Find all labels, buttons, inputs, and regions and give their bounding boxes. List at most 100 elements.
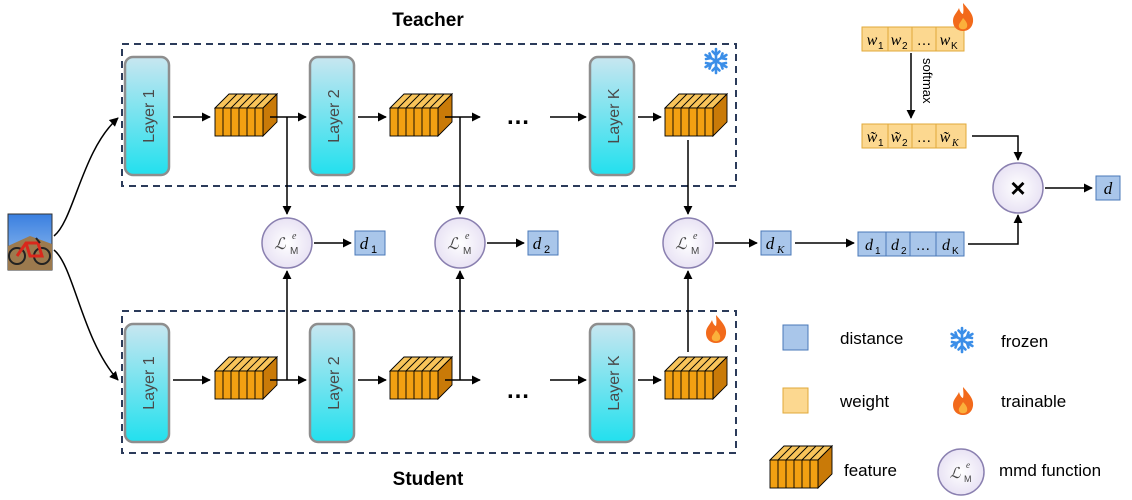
multiply-node: ×: [992, 162, 1044, 214]
layer-label: Layer K: [606, 355, 623, 410]
distance-symbol: d: [360, 234, 369, 253]
vector-entry: …: [917, 129, 932, 146]
weight-vector: w 1 w 2 … w K: [861, 26, 965, 52]
mmd-subscript: M: [964, 474, 972, 484]
legend-distance-swatch: [782, 324, 809, 351]
mmd-subscript: M: [290, 246, 298, 257]
mmd-symbol: ℒ: [950, 466, 962, 482]
snowflake-icon: [704, 47, 728, 75]
vector-entry-sub: K: [952, 246, 959, 257]
student-title: Student: [393, 469, 464, 490]
teacher-feature-2: [389, 93, 453, 137]
legend-snowflake-icon: [950, 326, 974, 354]
student-layer-2: Layer 2: [308, 322, 356, 444]
student-feature-2: [389, 356, 453, 400]
mmd-subscript: M: [691, 246, 699, 257]
vector-entry: d: [891, 237, 900, 254]
distance-subscript: 1: [371, 244, 377, 256]
legend-feature-label: feature: [844, 461, 897, 480]
distance-dk: d K: [760, 230, 792, 256]
distance-d2: d 2: [527, 230, 559, 256]
normalized-weight-vector: w̃ 1 w̃ 2 … w̃ K: [861, 123, 967, 149]
input-to-teacher-arrow: [53, 117, 119, 237]
distance-vector: d 1 d 2 … d K: [857, 231, 965, 257]
vector-entry: …: [917, 32, 932, 49]
mmd-symbol: ℒ: [675, 236, 687, 253]
input-to-student-arrow: [53, 249, 119, 381]
teacher-ellipsis: …: [506, 103, 530, 130]
teacher-feature-1: [214, 93, 278, 137]
vector-entry: d: [942, 237, 951, 254]
legend-weight-swatch: [782, 387, 809, 414]
vector-entry-sub: 1: [875, 246, 881, 257]
input-image: [7, 213, 53, 271]
weight-flame-icon: [953, 3, 974, 31]
distance-subscript: K: [776, 244, 785, 256]
layer-label: Layer 2: [326, 89, 343, 142]
svg-text:ℒ: ℒ: [447, 236, 459, 253]
svg-text:ℒ: ℒ: [274, 236, 286, 253]
legend-mmd-label: mmd function: [999, 461, 1101, 480]
teacher-box: [121, 43, 737, 187]
vector-entry: w̃: [891, 129, 902, 146]
vector-entry-sub: 2: [902, 41, 908, 52]
multiply-symbol: ×: [1010, 173, 1025, 203]
student-ellipsis: …: [506, 377, 530, 404]
output-distance: d: [1095, 175, 1121, 201]
teacher-layer-k: Layer K: [588, 55, 636, 177]
legend-mmd-icon: ℒ e M: [937, 448, 985, 496]
weights-to-multiply-arrow: [972, 135, 1023, 161]
vector-entry-sub: K: [951, 41, 958, 52]
legend-flame-icon: [953, 387, 974, 415]
mmd-superscript: e: [966, 460, 970, 470]
vector-entry-sub: 2: [901, 246, 907, 257]
vector-entry: w: [867, 32, 878, 49]
layer-label: Layer K: [606, 88, 623, 143]
mmd-node-k: ℒ e M: [662, 217, 714, 269]
mmd-superscript: e: [465, 231, 470, 242]
vector-entry-sub: 2: [902, 138, 908, 149]
output-symbol: d: [1104, 179, 1113, 198]
student-layer-k: Layer K: [588, 322, 636, 444]
vector-entry: …: [916, 237, 931, 254]
vector-entry: d: [865, 237, 874, 254]
teacher-layer-1: Layer 1: [123, 55, 171, 177]
mmd-subscript: M: [463, 246, 471, 257]
mmd-superscript: e: [693, 231, 698, 242]
layer-label: Layer 1: [141, 89, 158, 142]
student-feature-k: [664, 356, 728, 400]
softmax-label: softmax: [920, 58, 935, 104]
vector-entry-sub: K: [951, 138, 960, 149]
distance-symbol: d: [533, 234, 542, 253]
vector-entry: w: [891, 32, 902, 49]
legend: distance weight feature frozen trainable…: [769, 324, 1101, 496]
vector-entry: w̃: [867, 129, 878, 146]
legend-feature-icon: [769, 445, 833, 489]
vector-entry-sub: 1: [878, 138, 884, 149]
legend-distance-label: distance: [840, 329, 903, 348]
layer-label: Layer 2: [326, 356, 343, 409]
teacher-title: Teacher: [392, 10, 464, 31]
mmd-node-1: ℒ e M: [261, 217, 313, 269]
flame-icon: [706, 315, 727, 343]
student-box: [121, 310, 737, 454]
vector-entry: w: [940, 32, 951, 49]
mmd-superscript: e: [292, 231, 297, 242]
mmd-node-2: ℒ e M: [434, 217, 486, 269]
student-layer-1: Layer 1: [123, 322, 171, 444]
distance-symbol: d: [766, 234, 775, 253]
layer-label: Layer 1: [141, 356, 158, 409]
distance-subscript: 2: [544, 244, 550, 256]
svg-text:ℒ: ℒ: [675, 236, 687, 253]
student-feature-1: [214, 356, 278, 400]
mmd-symbol: ℒ: [447, 236, 459, 253]
legend-trainable-label: trainable: [1001, 392, 1066, 411]
legend-frozen-label: frozen: [1001, 332, 1048, 351]
legend-weight-label: weight: [839, 392, 889, 411]
teacher-feature-k: [664, 93, 728, 137]
distance-d1: d 1: [354, 230, 386, 256]
vector-entry: w̃: [940, 129, 951, 146]
teacher-layer-2: Layer 2: [308, 55, 356, 177]
vector-entry-sub: 1: [878, 41, 884, 52]
